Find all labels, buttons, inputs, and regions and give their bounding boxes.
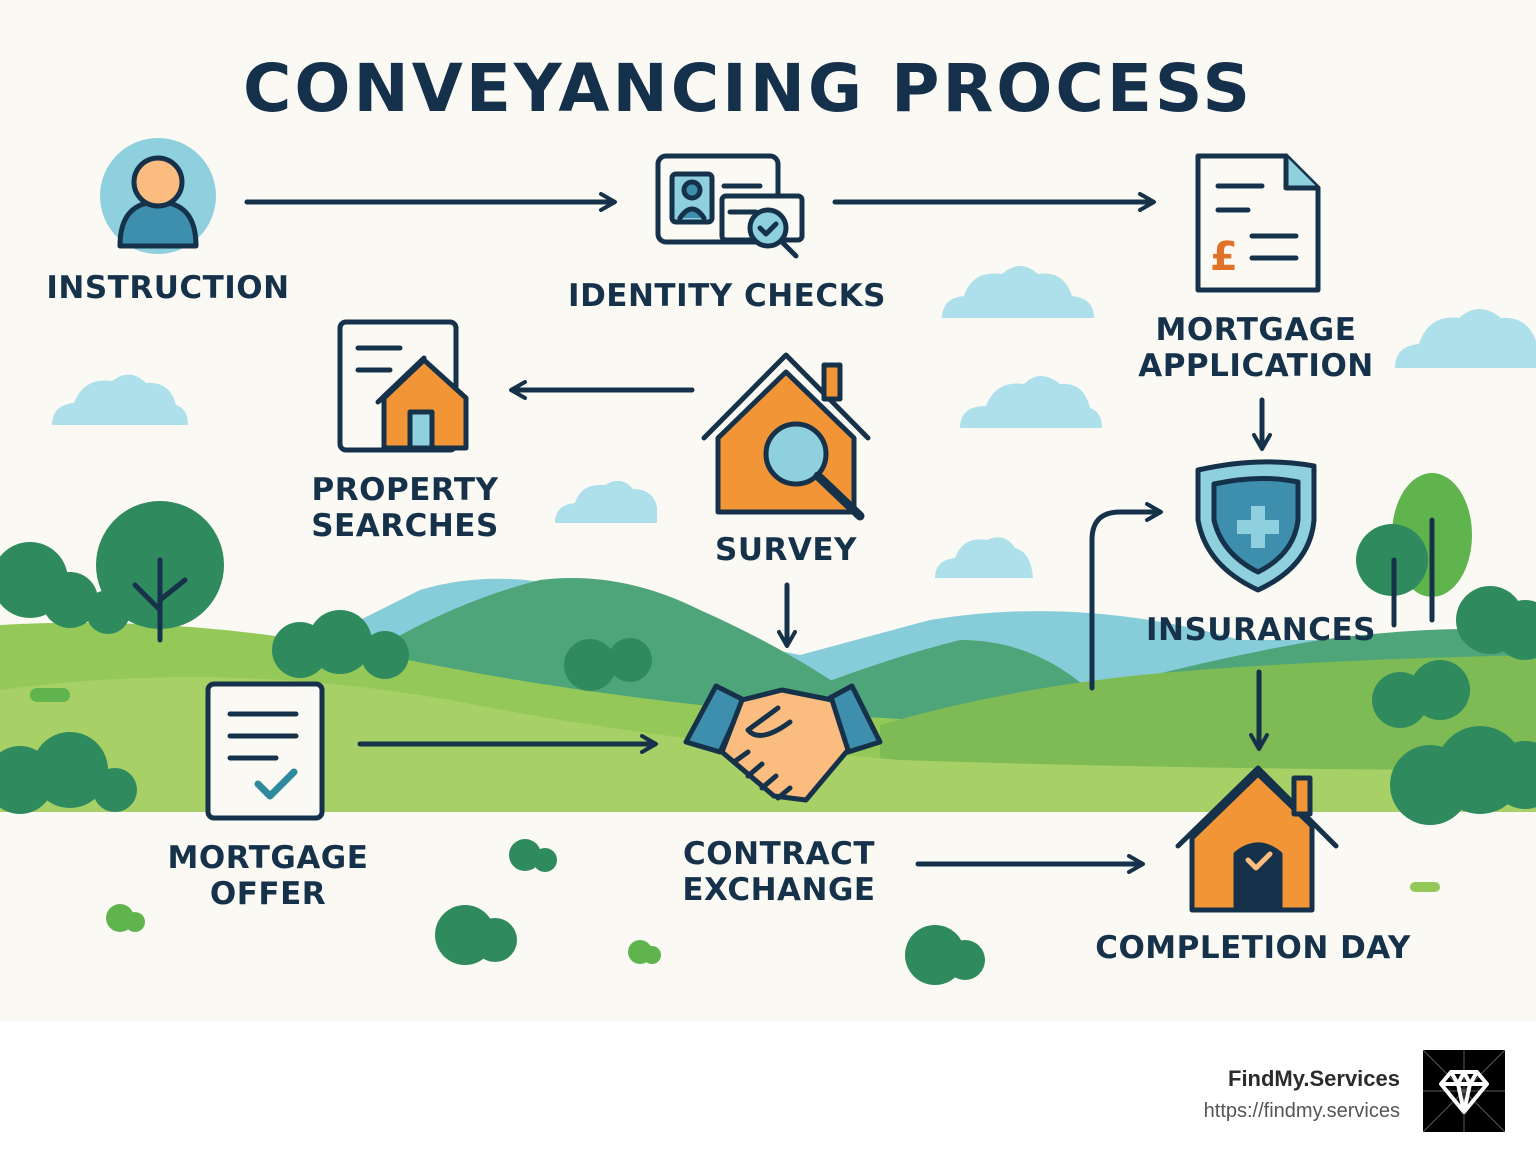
house-check-icon (1175, 765, 1339, 913)
id-card-check-icon (655, 153, 805, 259)
svg-text:£: £ (1210, 234, 1238, 280)
shield-plus-icon (1195, 459, 1317, 593)
tree-right (1356, 473, 1472, 628)
clouds (52, 266, 1536, 578)
landscape-background (0, 473, 1536, 1022)
label-line: APPLICATION (1138, 348, 1374, 384)
label-line: OFFER (209, 876, 327, 912)
step-label-completion-day: COMPLETION DAY (1095, 930, 1411, 966)
diagram-title: CONVEYANCING PROCESS (242, 50, 1254, 127)
tree-left (96, 501, 224, 643)
diamond-logo-graphic (1422, 1049, 1506, 1133)
step-label-identity-checks: IDENTITY CHECKS (568, 278, 886, 314)
step-label-property-searches: PROPERTY SEARCHES (290, 472, 520, 544)
house-magnifier-icon (701, 352, 871, 521)
footer-brand[interactable]: FindMy.Services (1228, 1066, 1400, 1091)
label-line: MORTGAGE (1155, 312, 1357, 348)
label-line: EXCHANGE (682, 872, 876, 908)
handshake-icon (683, 683, 883, 803)
step-label-instruction: INSTRUCTION (46, 270, 290, 306)
arrow-to-insurances (1089, 502, 1163, 691)
footer (0, 1022, 1536, 1154)
label-line: SEARCHES (311, 508, 499, 544)
footer-url[interactable]: https://findmy.services (1203, 1100, 1400, 1122)
step-label-contract-exchange: CONTRACT EXCHANGE (666, 836, 892, 908)
step-label-mortgage-offer: MORTGAGE OFFER (150, 840, 386, 912)
person-icon (100, 138, 216, 254)
diamond-logo-icon[interactable] (1422, 1049, 1506, 1133)
document-pound-icon: £ (1195, 153, 1321, 293)
document-check-icon (205, 681, 325, 821)
document-house-icon (337, 319, 469, 453)
label-line: PROPERTY (311, 472, 499, 508)
step-label-survey: SURVEY (715, 532, 857, 568)
step-label-mortgage-application: MORTGAGE APPLICATION (1126, 312, 1386, 384)
label-line: MORTGAGE (167, 840, 369, 876)
label-line: CONTRACT (683, 836, 875, 872)
flow-arrows (244, 192, 1272, 874)
step-label-insurances: INSURANCES (1145, 612, 1377, 648)
